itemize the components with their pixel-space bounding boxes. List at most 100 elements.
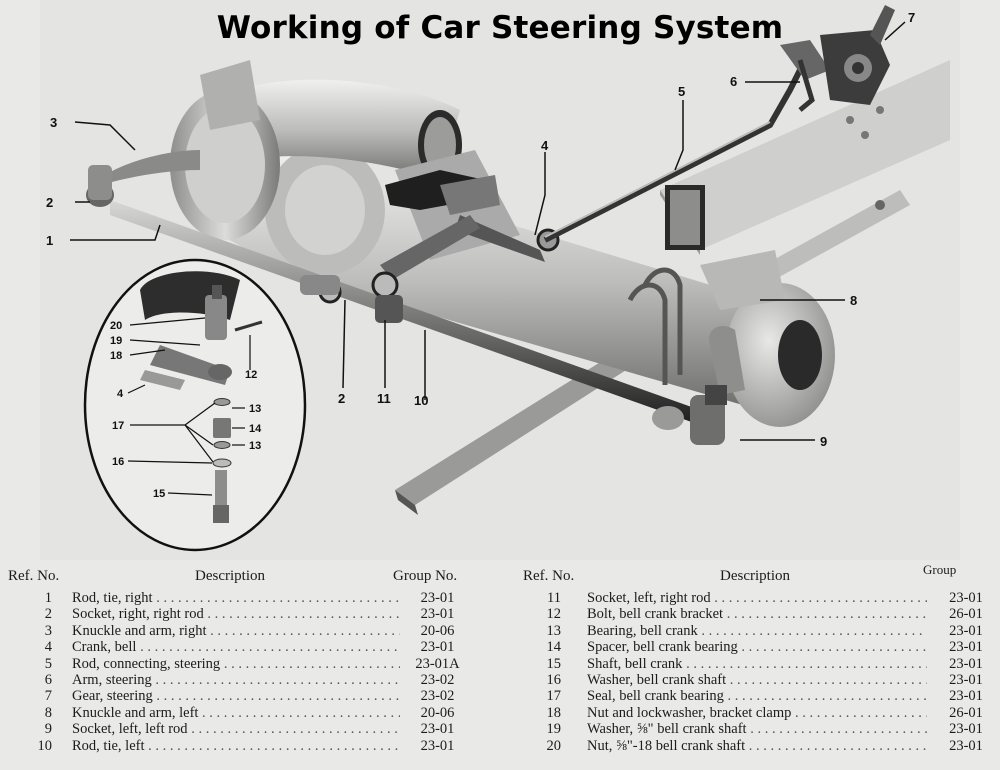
- row-group-no: 26-01: [949, 606, 983, 623]
- bell-crank: [300, 170, 560, 323]
- inset-callout-20: 20: [110, 320, 122, 332]
- row-ref-no: 11: [547, 590, 561, 606]
- row-ref-no: 15: [546, 655, 562, 672]
- inset-callout-17: 17: [112, 420, 124, 432]
- table-row: 15 Shaft, bell crank 23-01: [515, 656, 1000, 672]
- row-description: Socket, right, right rod: [72, 606, 400, 622]
- table-row: 4 Crank, bell 23-01: [0, 639, 500, 655]
- table-row: 7 Gear, steering 23-02: [0, 688, 500, 704]
- row-description: Socket, left, right rod: [587, 590, 927, 606]
- table-row: 16 Washer, bell crank shaft 23-01: [515, 672, 1000, 688]
- row-description: Rod, tie, left: [72, 738, 400, 754]
- table-row: 20 Nut, ⅝"-18 bell crank shaft 23-01: [515, 738, 1000, 754]
- inset-callout-15: 15: [153, 488, 165, 500]
- row-group-no: 26-01: [949, 704, 983, 721]
- row-group-no: 23-01: [420, 721, 455, 738]
- exploded-view-inset: [83, 258, 307, 552]
- row-description: Crank, bell: [72, 639, 400, 655]
- row-description: Washer, ⅝" bell crank shaft: [587, 721, 927, 737]
- callout-3: 3: [50, 115, 57, 130]
- table-row: 17 Seal, bell crank bearing 23-01: [515, 688, 1000, 704]
- row-description: Spacer, bell crank bearing: [587, 639, 927, 655]
- callout-4: 4: [541, 138, 549, 153]
- tie-rod: [86, 165, 727, 445]
- row-ref-no: 13: [546, 622, 562, 639]
- row-ref-no: 10: [37, 737, 53, 754]
- callout-1: 1: [46, 233, 53, 248]
- callout-11: 11: [377, 391, 391, 406]
- row-description: Seal, bell crank bearing: [587, 688, 927, 704]
- row-group-no: 23-01: [949, 737, 983, 754]
- row-description: Gear, steering: [72, 688, 400, 704]
- row-group-no: 23-02: [420, 688, 455, 705]
- table-row: 19 Washer, ⅝" bell crank shaft 23-01: [515, 721, 1000, 737]
- row-ref-no: 17: [546, 688, 562, 705]
- frame-rail: [660, 60, 950, 255]
- row-ref-no: 1: [44, 590, 52, 606]
- header-group-right: Group: [923, 562, 957, 577]
- inset-leader-lines: [127, 317, 251, 496]
- table-row: 10 Rod, tie, left 23-01: [0, 738, 500, 754]
- row-ref-no: 7: [44, 688, 52, 705]
- row-ref-no: 5: [44, 655, 52, 672]
- leader-lines: [70, 21, 906, 441]
- row-group-no: 23-01: [420, 639, 455, 656]
- page-title: Working of Car Steering System: [216, 10, 784, 46]
- row-description: Knuckle and arm, left: [72, 705, 400, 721]
- callout-7: 7: [908, 10, 915, 25]
- steering-diagram: 3 2 1 4 5 6 7 8 9 10 11 2 20 19 18 12 4 …: [46, 5, 950, 552]
- inset-callout-4: 4: [117, 388, 124, 400]
- row-group-no: 23-01: [420, 606, 455, 623]
- callout-9: 9: [820, 434, 827, 449]
- row-group-no: 23-01: [949, 639, 983, 656]
- row-ref-no: 14: [546, 639, 562, 656]
- table-row: 12 Bolt, bell crank bracket 26-01: [515, 606, 1000, 622]
- row-group-no: 23-01: [949, 721, 983, 738]
- steering-gear: [780, 5, 895, 112]
- callout-2-center: 2: [338, 391, 345, 406]
- row-ref-no: 2: [44, 606, 52, 623]
- row-group-no: 23-01: [420, 737, 455, 754]
- row-ref-no: 12: [546, 606, 562, 623]
- table-row: 2 Socket, right, right rod 23-01: [0, 606, 500, 622]
- row-group-no: 23-02: [420, 672, 455, 688]
- inset-callout-12: 12: [245, 369, 257, 381]
- row-group-no: 23-01: [949, 688, 983, 705]
- inset-callout-13-bottom: 13: [249, 440, 261, 452]
- header-ref-no: Ref. No.: [8, 568, 60, 584]
- row-description: Washer, bell crank shaft: [587, 672, 927, 688]
- row-description: Shaft, bell crank: [587, 656, 927, 672]
- header-ref-no-right: Ref. No.: [523, 568, 575, 584]
- header-description-right: Description: [720, 568, 790, 584]
- table-row: 11 Socket, left, right rod 23-01: [515, 590, 1000, 606]
- row-ref-no: 18: [546, 704, 562, 721]
- inset-callout-19: 19: [110, 335, 122, 347]
- table-row: 14 Spacer, bell crank bearing 23-01: [515, 639, 1000, 655]
- row-ref-no: 20: [546, 737, 562, 754]
- row-description: Bearing, bell crank: [587, 623, 927, 639]
- row-ref-no: 4: [44, 639, 52, 656]
- header-description: Description: [195, 568, 265, 584]
- row-ref-no: 16: [546, 672, 562, 688]
- row-description: Bolt, bell crank bracket: [587, 606, 927, 622]
- row-ref-no: 19: [546, 721, 562, 738]
- left-knuckle-hub: [627, 250, 835, 427]
- row-group-no: 23-01: [949, 590, 983, 606]
- row-description: Nut and lockwasher, bracket clamp: [587, 705, 927, 721]
- row-group-no: 23-01: [949, 672, 983, 688]
- row-description: Knuckle and arm, right: [72, 623, 400, 639]
- row-description: Nut, ⅝"-18 bell crank shaft: [587, 738, 927, 754]
- right-knuckle-hub: [105, 60, 280, 240]
- row-group-no: 20-06: [420, 704, 455, 721]
- inset-callout-14: 14: [249, 423, 262, 435]
- row-group-no: 23-01: [949, 655, 983, 672]
- callout-2-right: 2: [46, 195, 53, 210]
- callout-10: 10: [414, 393, 428, 408]
- row-description: Rod, connecting, steering: [72, 656, 400, 672]
